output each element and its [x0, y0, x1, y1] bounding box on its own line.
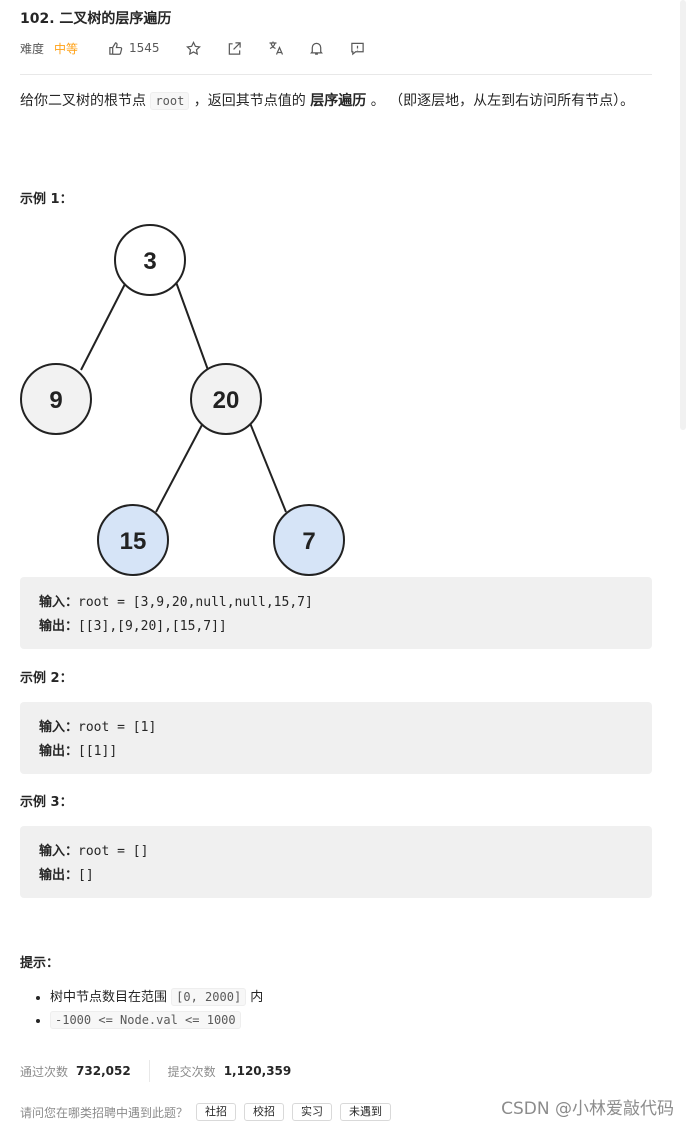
tree-node-label: 15	[120, 528, 147, 555]
example-2-output-line: 输出：[[1]]	[39, 740, 633, 764]
interview-survey: 请问您在哪类招聘中遇到此题？ 社招 校招 实习 未遇到	[20, 1103, 392, 1121]
input-label: 输入：	[39, 595, 79, 610]
hint-text: 树中节点数目在范围	[50, 990, 172, 1005]
hint-item: 树中节点数目在范围 [0, 2000] 内	[50, 986, 263, 1009]
example-2-code-block: 输入：root = [1] 输出：[[1]]	[20, 702, 652, 774]
tree-node-circle	[20, 363, 92, 435]
bell-icon	[310, 42, 324, 55]
example-1-input-line: 输入：root = [3,9,20,null,null,15,7]	[39, 591, 633, 615]
hints-list: 树中节点数目在范围 [0, 2000] 内 -1000 <= Node.val …	[50, 986, 263, 1032]
input-value: root = [1]	[78, 720, 157, 735]
input-label: 输入：	[39, 720, 79, 735]
translate-icon	[269, 41, 283, 55]
accepted-label: 通过次数	[20, 1064, 69, 1079]
input-value: root = []	[78, 844, 149, 859]
survey-option-intern[interactable]: 实习	[292, 1103, 333, 1121]
problem-title: 102. 二叉树的层序遍历	[20, 11, 172, 27]
submitted-label: 提交次数	[167, 1064, 216, 1079]
example-3-output-line: 输出：[]	[39, 864, 633, 888]
survey-option-social[interactable]: 社招	[196, 1103, 237, 1121]
tree-edge	[80, 281, 127, 371]
header-divider	[20, 74, 652, 75]
tree-node-circle	[190, 363, 262, 435]
star-icon	[186, 40, 202, 55]
problem-description: 给你二叉树的根节点 root ，返回其节点值的 层序遍历 。 （即逐层地，从左到…	[20, 90, 660, 112]
tree-edge	[249, 422, 287, 513]
csdn-watermark: CSDN @小林爱敲代码	[499, 1094, 676, 1119]
problem-meta-bar: 难度 中等 1545	[20, 38, 391, 58]
tree-node-circle	[97, 504, 169, 576]
description-text-1: 给你二叉树的根节点	[20, 93, 151, 109]
hint-item: -1000 <= Node.val <= 1000	[50, 1009, 263, 1032]
submitted-count: 1,120,359	[223, 1064, 292, 1078]
tree-node-label: 20	[213, 387, 240, 414]
description-text-3: 。 （即逐层地，从左到右访问所有节点）。	[366, 93, 635, 109]
page-scrollbar[interactable]	[680, 0, 686, 430]
example-1-title: 示例 1：	[20, 192, 73, 207]
survey-option-campus[interactable]: 校招	[244, 1103, 285, 1121]
share-button[interactable]	[227, 40, 243, 56]
description-bold: 层序遍历	[310, 93, 367, 109]
favorite-button[interactable]	[186, 40, 202, 56]
example-3-input-line: 输入：root = []	[39, 840, 633, 864]
inline-code-root: root	[150, 92, 190, 110]
example-1-code-block: 输入：root = [3,9,20,null,null,15,7] 输出：[[3…	[20, 577, 652, 649]
example-2-input-line: 输入：root = [1]	[39, 716, 633, 740]
output-label: 输出：	[39, 619, 79, 634]
like-button[interactable]: 1545	[108, 41, 160, 56]
tree-node-label: 3	[143, 248, 156, 275]
notification-button[interactable]	[309, 40, 325, 56]
tree-node-circle	[114, 224, 186, 296]
example-3-title: 示例 3：	[20, 795, 73, 810]
submission-stats: 通过次数 732,052 提交次数 1,120,359	[20, 1060, 291, 1082]
input-value: root = [3,9,20,null,null,15,7]	[78, 595, 313, 610]
thumbs-up-icon	[109, 41, 123, 55]
survey-option-never[interactable]: 未遇到	[340, 1103, 392, 1121]
difficulty-badge: 中等	[54, 41, 79, 56]
example-2-title: 示例 2：	[20, 671, 73, 686]
input-label: 输入：	[39, 844, 79, 859]
feedback-button[interactable]	[350, 40, 366, 56]
hints-title: 提示：	[20, 956, 60, 971]
tree-node-circle	[273, 504, 345, 576]
hint-code: -1000 <= Node.val <= 1000	[50, 1011, 241, 1029]
feedback-icon	[351, 42, 364, 55]
tree-node-label: 7	[302, 528, 315, 555]
tree-edge	[155, 422, 204, 513]
example-1-output-line: 输出：[[3],[9,20],[15,7]]	[39, 615, 633, 639]
example-3-code-block: 输入：root = [] 输出：[]	[20, 826, 652, 898]
tree-node-label: 9	[49, 387, 62, 414]
translate-button[interactable]	[268, 40, 284, 56]
hint-code: [0, 2000]	[171, 988, 247, 1006]
output-value: [[1]]	[78, 744, 118, 759]
hint-text: 内	[246, 990, 264, 1005]
survey-question: 请问您在哪类招聘中遇到此题？	[20, 1105, 189, 1120]
share-icon	[228, 41, 241, 55]
output-value: []	[78, 868, 94, 883]
stats-divider	[148, 1060, 150, 1082]
description-text-2: ，返回其节点值的	[189, 93, 311, 109]
difficulty-label: 难度	[20, 41, 45, 56]
output-label: 输出：	[39, 868, 79, 883]
output-value: [[3],[9,20],[15,7]]	[78, 619, 227, 634]
like-count: 1545	[129, 41, 160, 55]
tree-edge	[175, 281, 209, 371]
output-label: 输出：	[39, 744, 79, 759]
example-1-tree-diagram: 3 9 20 15 7	[20, 224, 345, 576]
accepted-count: 732,052	[76, 1064, 131, 1078]
